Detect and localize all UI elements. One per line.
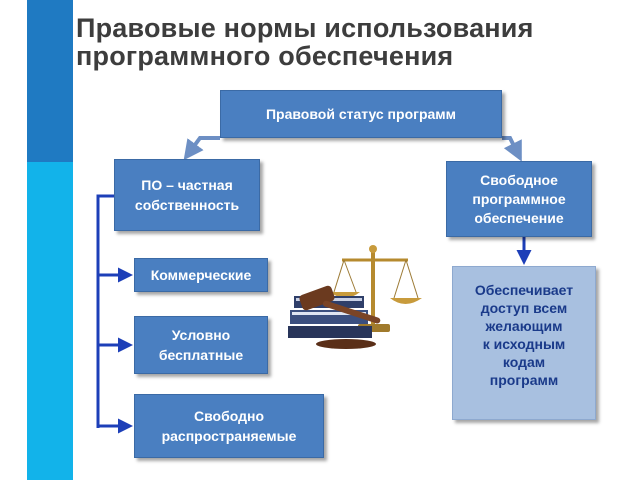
band-top-segment [27, 0, 73, 162]
connector-status-to-free [502, 136, 522, 162]
private-property-box: ПО – частная собственность [114, 159, 260, 231]
left-decorative-band [27, 0, 73, 480]
source-access-box: Обеспечивает доступ всем желающим к исхо… [452, 266, 596, 420]
band-bottom-segment [27, 162, 73, 480]
connector-bracket [96, 194, 114, 428]
commercial-box: Коммерческие [134, 258, 268, 292]
legal-status-box: Правовой статус программ [220, 90, 502, 138]
shareware-label: Условно бесплатные [158, 327, 244, 363]
scales-of-justice-with-gavel-icon [284, 240, 432, 352]
gavel-icon [299, 285, 381, 349]
connector-status-to-private [183, 136, 220, 161]
free-software-label: Свободное программное обеспечение [472, 171, 566, 226]
private-property-label: ПО – частная собственность [134, 177, 240, 213]
shareware-box: Условно бесплатные [134, 316, 268, 374]
commercial-label: Коммерческие [150, 267, 252, 283]
freeware-box: Свободно распространяемые [134, 394, 324, 458]
page-title: Правовые нормы использования программног… [76, 14, 636, 70]
source-access-label: Обеспечивает доступ всем желающим к исхо… [474, 282, 574, 388]
freeware-label: Свободно распространяемые [161, 408, 297, 444]
title-line-2: программного обеспечения [76, 41, 454, 71]
title-line-1: Правовые нормы использования [76, 13, 534, 43]
free-software-box: Свободное программное обеспечение [446, 161, 592, 237]
legal-status-label: Правовой статус программ [265, 106, 457, 122]
